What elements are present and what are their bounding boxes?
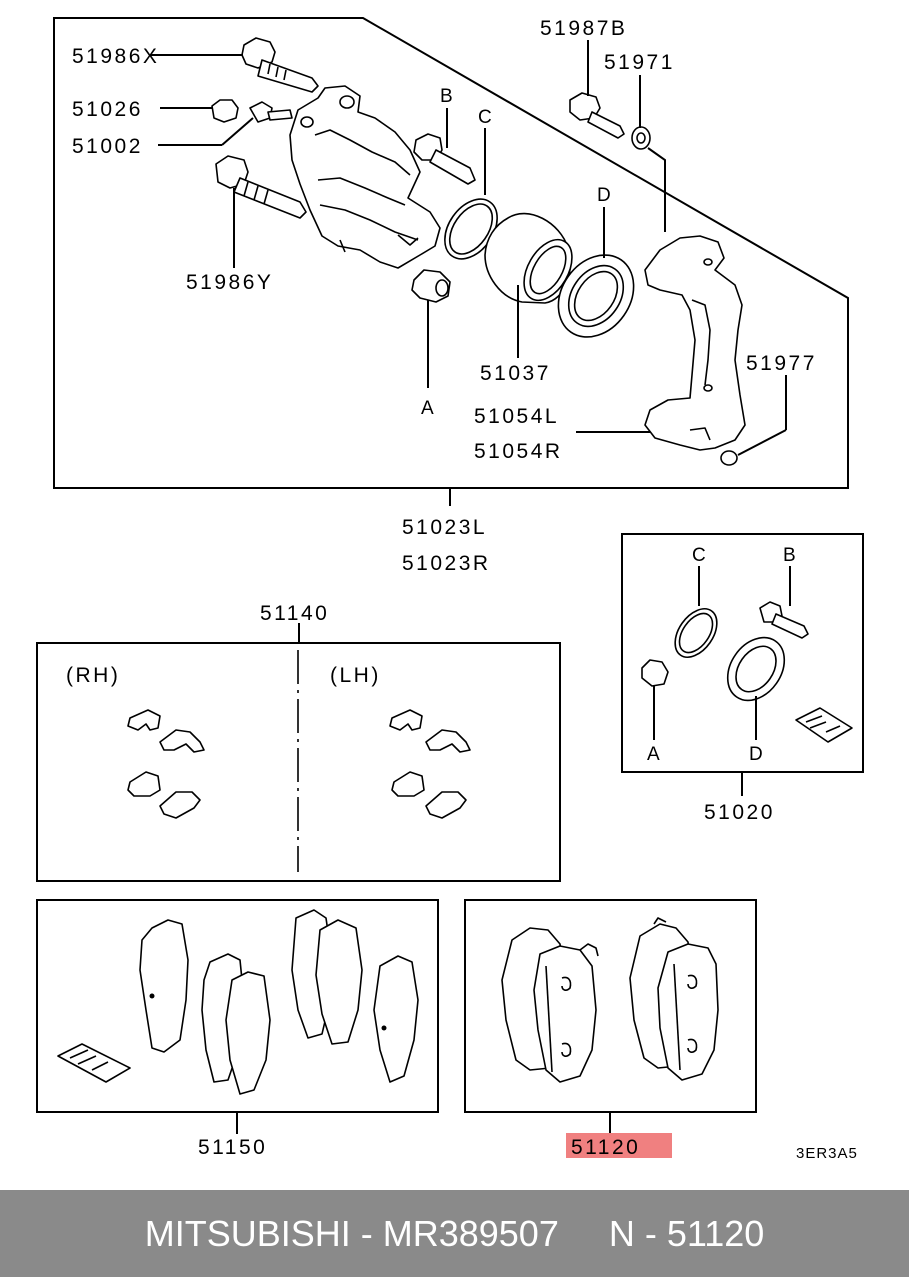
part-label-51023R: 51023R (402, 552, 491, 575)
part-label-51986X: 51986X (72, 45, 159, 68)
part-label-51054L: 51054L (474, 405, 559, 428)
part-label-D-kit: D (749, 744, 764, 765)
bolt-B-drawing (413, 133, 476, 185)
side-label-lh: (LH) (330, 664, 381, 687)
clip-drawings-lh (389, 709, 471, 819)
seal-kit-drawings (641, 601, 853, 743)
footer-bar: MITSUBISHI - MR389507 N - 51120 (0, 1190, 909, 1277)
leader-lines-main (150, 40, 787, 506)
part-label-51977: 51977 (746, 352, 817, 375)
piston-boot-D-drawing (557, 254, 635, 338)
support-bracket-drawing (644, 235, 746, 451)
guide-pin-lower-drawing (215, 155, 307, 219)
part-label-51002: 51002 (72, 135, 143, 158)
part-label-51020: 51020 (704, 801, 775, 824)
part-label-C: C (478, 107, 493, 128)
shim-drawings (57, 909, 419, 1095)
part-label-51987B: 51987B (540, 17, 627, 40)
leader-lines-seal-kit (653, 566, 791, 796)
brake-pad-drawings (501, 917, 719, 1083)
part-label-B-kit: B (783, 545, 797, 566)
boot-A-drawing (411, 269, 451, 303)
part-label-A-kit: A (647, 744, 661, 765)
part-label-51971: 51971 (604, 51, 675, 74)
bleeder-cap-drawing (211, 99, 239, 123)
parts-diagram: 51986X 51026 51002 51986Y B C D A 51037 … (36, 17, 864, 1162)
ring-51977-drawing (720, 450, 738, 466)
side-label-rh: (RH) (66, 664, 120, 687)
diagram-code: 3ER3A5 (796, 1145, 858, 1162)
part-label-51120: 51120 (571, 1136, 640, 1159)
part-label-A: A (421, 398, 435, 419)
clip-drawings-rh (127, 709, 205, 819)
part-label-51986Y: 51986Y (186, 271, 273, 294)
caliper-assembly-frame (53, 17, 849, 489)
part-label-D: D (597, 185, 612, 206)
bolt-51987B-drawing (569, 92, 625, 139)
guide-pin-upper-drawing (241, 37, 319, 93)
part-label-51037: 51037 (480, 362, 551, 385)
part-label-51026: 51026 (72, 98, 143, 121)
part-label-51023L: 51023L (402, 516, 487, 539)
caliper-body-drawing (289, 85, 441, 269)
part-label-51140: 51140 (260, 602, 329, 625)
part-label-B: B (440, 86, 454, 107)
part-label-51054R: 51054R (474, 440, 563, 463)
highlight-51120 (566, 1133, 672, 1158)
bleeder-screw-drawing (249, 101, 293, 123)
piston-drawing (484, 212, 573, 304)
footer-text: MITSUBISHI - MR389507 N - 51120 (144, 1212, 765, 1254)
part-label-51150: 51150 (198, 1136, 267, 1159)
washer-51971-drawing (631, 126, 651, 150)
part-label-C-kit: C (692, 545, 707, 566)
